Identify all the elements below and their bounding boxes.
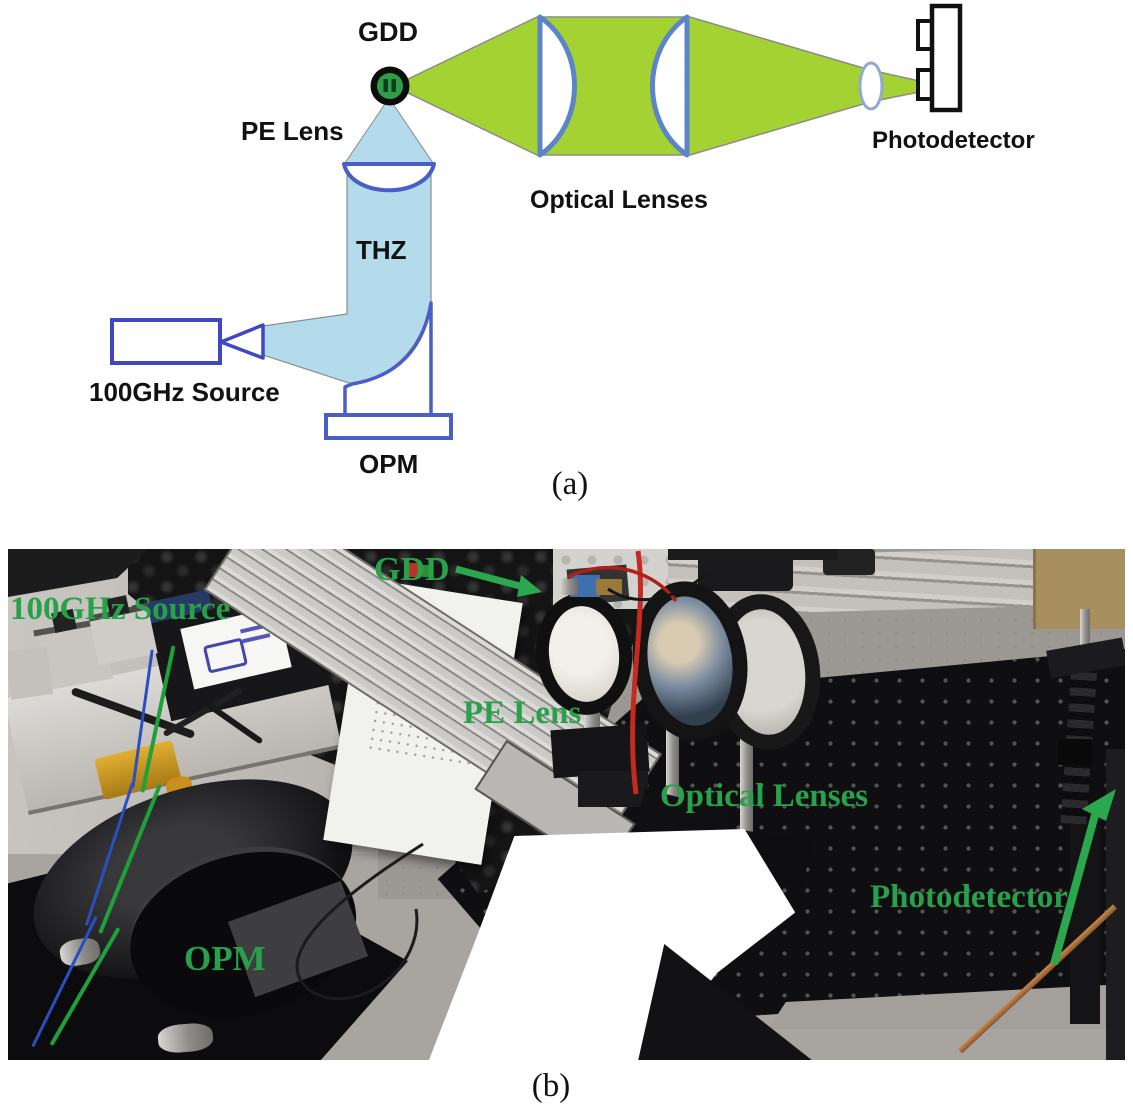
- gdd-slit-right: [391, 79, 396, 92]
- photo-cardboard-box: [1033, 549, 1125, 629]
- diagram-label-gdd: GDD: [358, 17, 418, 47]
- photo-detector-column: [1106, 749, 1125, 1060]
- diagram-label-optical-lenses: Optical Lenses: [530, 186, 708, 214]
- photo-label-source: 100GHz Source: [10, 591, 231, 627]
- photo-red-connector: [406, 563, 420, 577]
- photo-black-cable: [295, 842, 424, 1001]
- photodetector-body: [929, 3, 963, 113]
- diagram-label-opm: OPM: [359, 449, 418, 479]
- pe-lens-shape: [342, 162, 436, 193]
- photo-label-opm: OPM: [184, 939, 266, 978]
- caption-b: (b): [531, 1068, 571, 1104]
- optical-lens1-shape: [537, 14, 577, 158]
- diagram-label-thz: THZ: [356, 235, 407, 265]
- caption-a: (a): [551, 466, 589, 502]
- photo-green-connector: [422, 565, 432, 577]
- thz-beam-shape: [262, 163, 432, 385]
- photo-gdd-hex: [560, 579, 578, 595]
- photo-label-gdd: GDD: [374, 551, 450, 588]
- source-horn-shape: [219, 323, 265, 360]
- source-box-shape: [110, 318, 222, 365]
- focus-lens-shape: [858, 61, 884, 111]
- gdd-slit-left: [383, 79, 388, 92]
- opm-base-shape: [324, 413, 453, 440]
- photo-gdd-red-wire: [567, 565, 678, 603]
- schematic-diagram: GDD PE Lens THZ 100GHz Source OPM Optica…: [89, 3, 1035, 479]
- diagram-label-photodetector: Photodetector: [872, 127, 1035, 154]
- thz-cone-shape: [344, 97, 434, 164]
- photo-label-optical-lenses: Optical Lenses: [660, 778, 869, 814]
- photodetector-arrow: [1050, 789, 1116, 966]
- photo-lens2-post: [740, 719, 753, 839]
- photo-detector-clamp: [1058, 739, 1092, 765]
- photo-red-cable: [630, 550, 644, 795]
- photo-gdd-brass: [596, 579, 622, 595]
- diagram-label-source: 100GHz Source: [89, 377, 280, 407]
- photo-label-photodetector: Photodetector: [870, 879, 1068, 915]
- photo-label-pe-lens: PE Lens: [463, 695, 582, 731]
- optical-lens2-shape: [650, 14, 690, 158]
- experiment-photo: 100GHz Source GDD PE Lens Optical Lenses…: [8, 549, 1125, 1060]
- diagram-label-pe-lens: PE Lens: [241, 116, 344, 146]
- photo-gdd-black-wire: [607, 571, 709, 602]
- gdd-arrow: [455, 565, 542, 597]
- photo-overlay: [295, 550, 1116, 1001]
- gdd-inner-shape: [377, 73, 403, 99]
